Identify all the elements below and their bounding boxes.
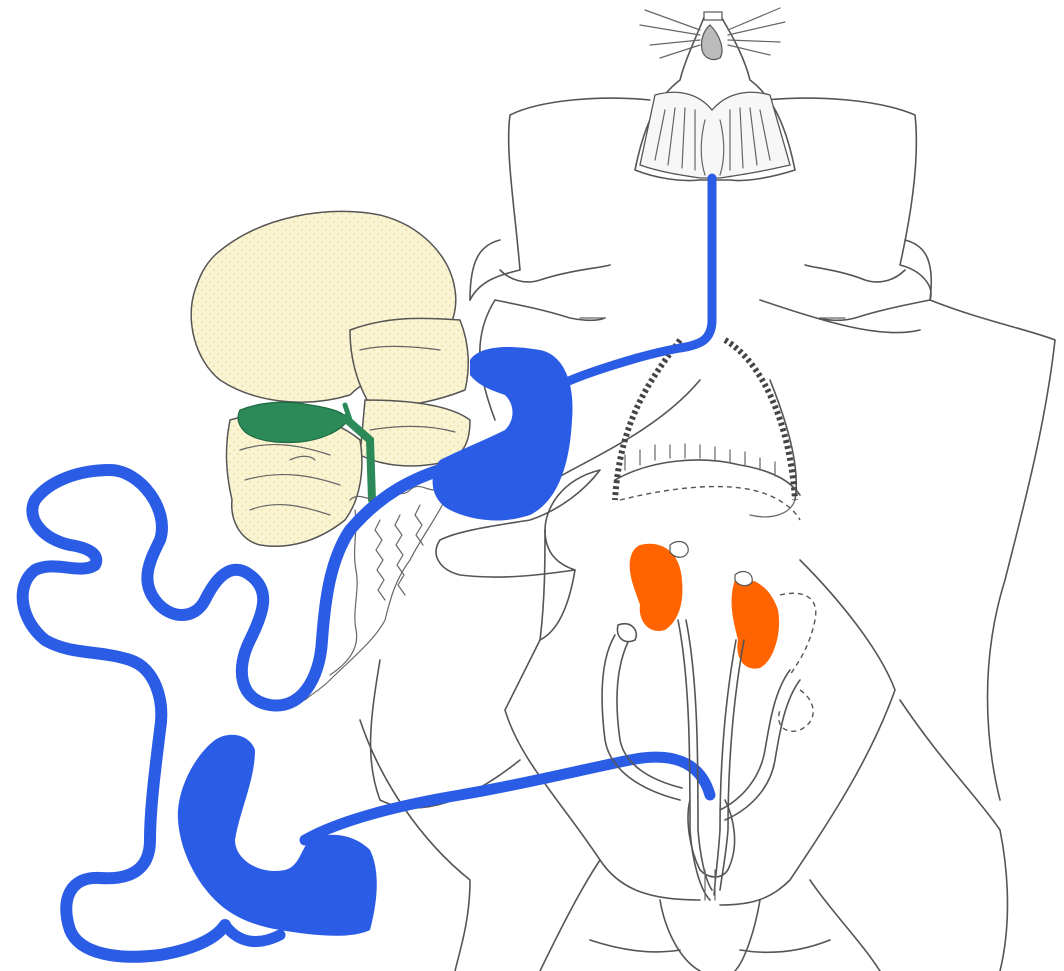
bladder-icon	[602, 593, 816, 900]
mouse-head	[635, 8, 795, 181]
esophagus	[560, 178, 712, 385]
kidney-left	[630, 544, 683, 631]
cecum-gap	[260, 823, 290, 845]
kidney-icon	[630, 541, 779, 900]
kidney-right	[732, 579, 780, 669]
liver-icon	[191, 211, 470, 546]
